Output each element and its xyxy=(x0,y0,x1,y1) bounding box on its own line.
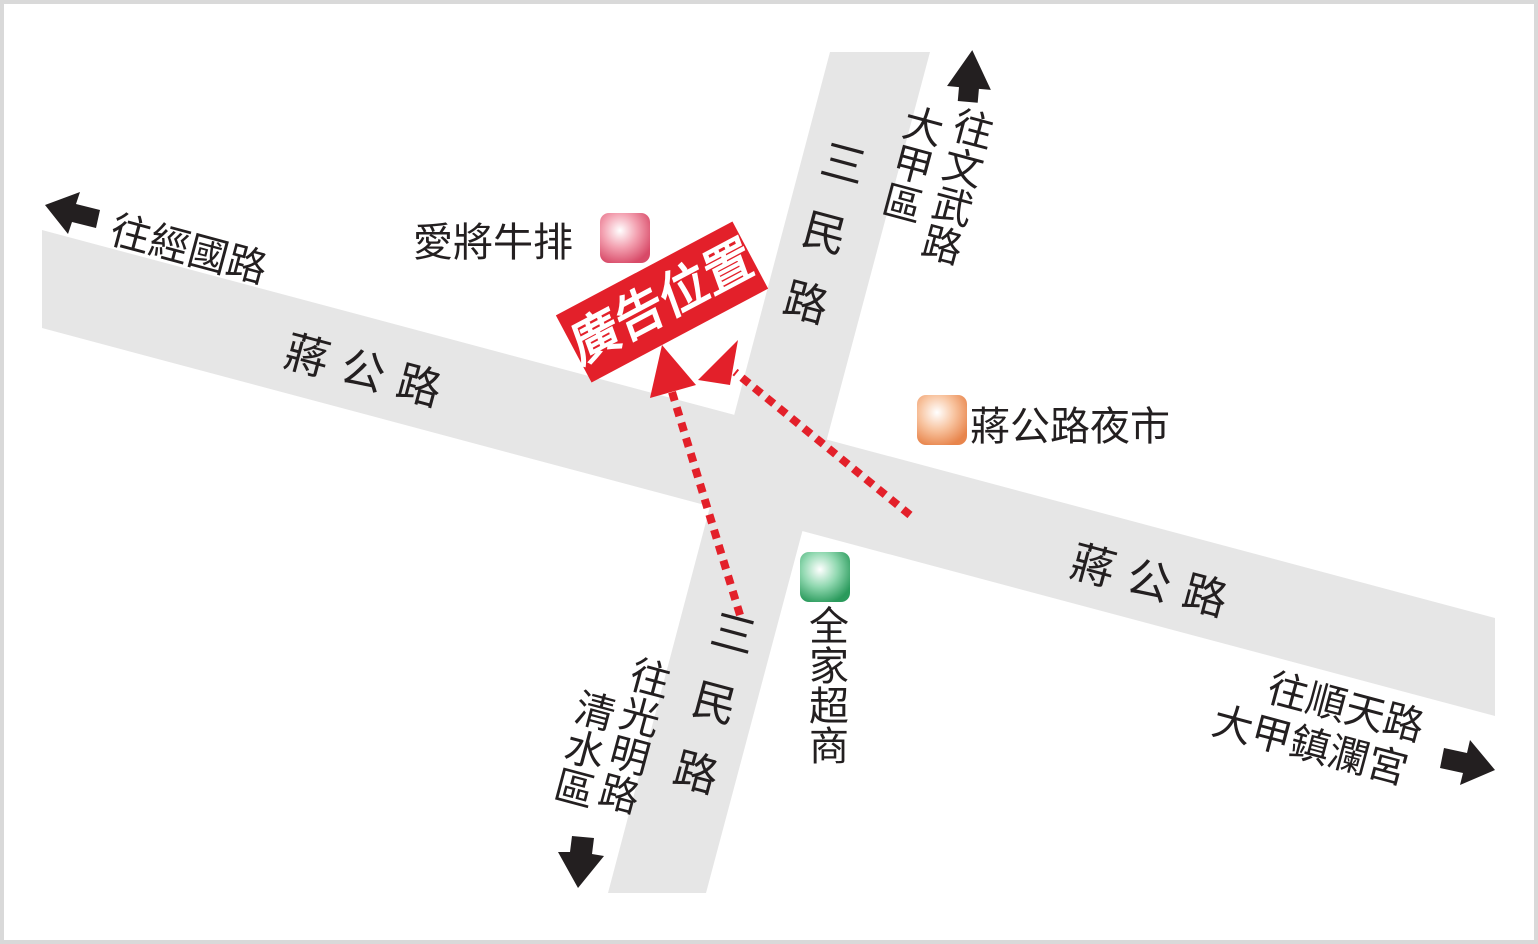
poi-marker-familymart xyxy=(800,552,850,602)
arrow-south-icon xyxy=(558,836,604,888)
poi-label-night-market: 蔣公路夜市 xyxy=(970,404,1170,450)
poi-marker-steakhouse xyxy=(600,213,650,263)
arrow-east-icon xyxy=(1440,740,1495,785)
poi-label-steakhouse: 愛將牛排 xyxy=(413,220,573,266)
route-arrow-south xyxy=(668,390,744,617)
poi-marker-night-market xyxy=(917,395,967,445)
arrow-north-icon xyxy=(947,50,991,103)
arrowhead-south-icon xyxy=(650,345,696,398)
arrow-west-icon xyxy=(45,192,100,234)
road-sanmin xyxy=(608,52,930,893)
poi-label-familymart: 全家超商 xyxy=(802,605,848,765)
route-arrow-east xyxy=(732,368,913,519)
arrowhead-east-icon xyxy=(698,340,738,385)
